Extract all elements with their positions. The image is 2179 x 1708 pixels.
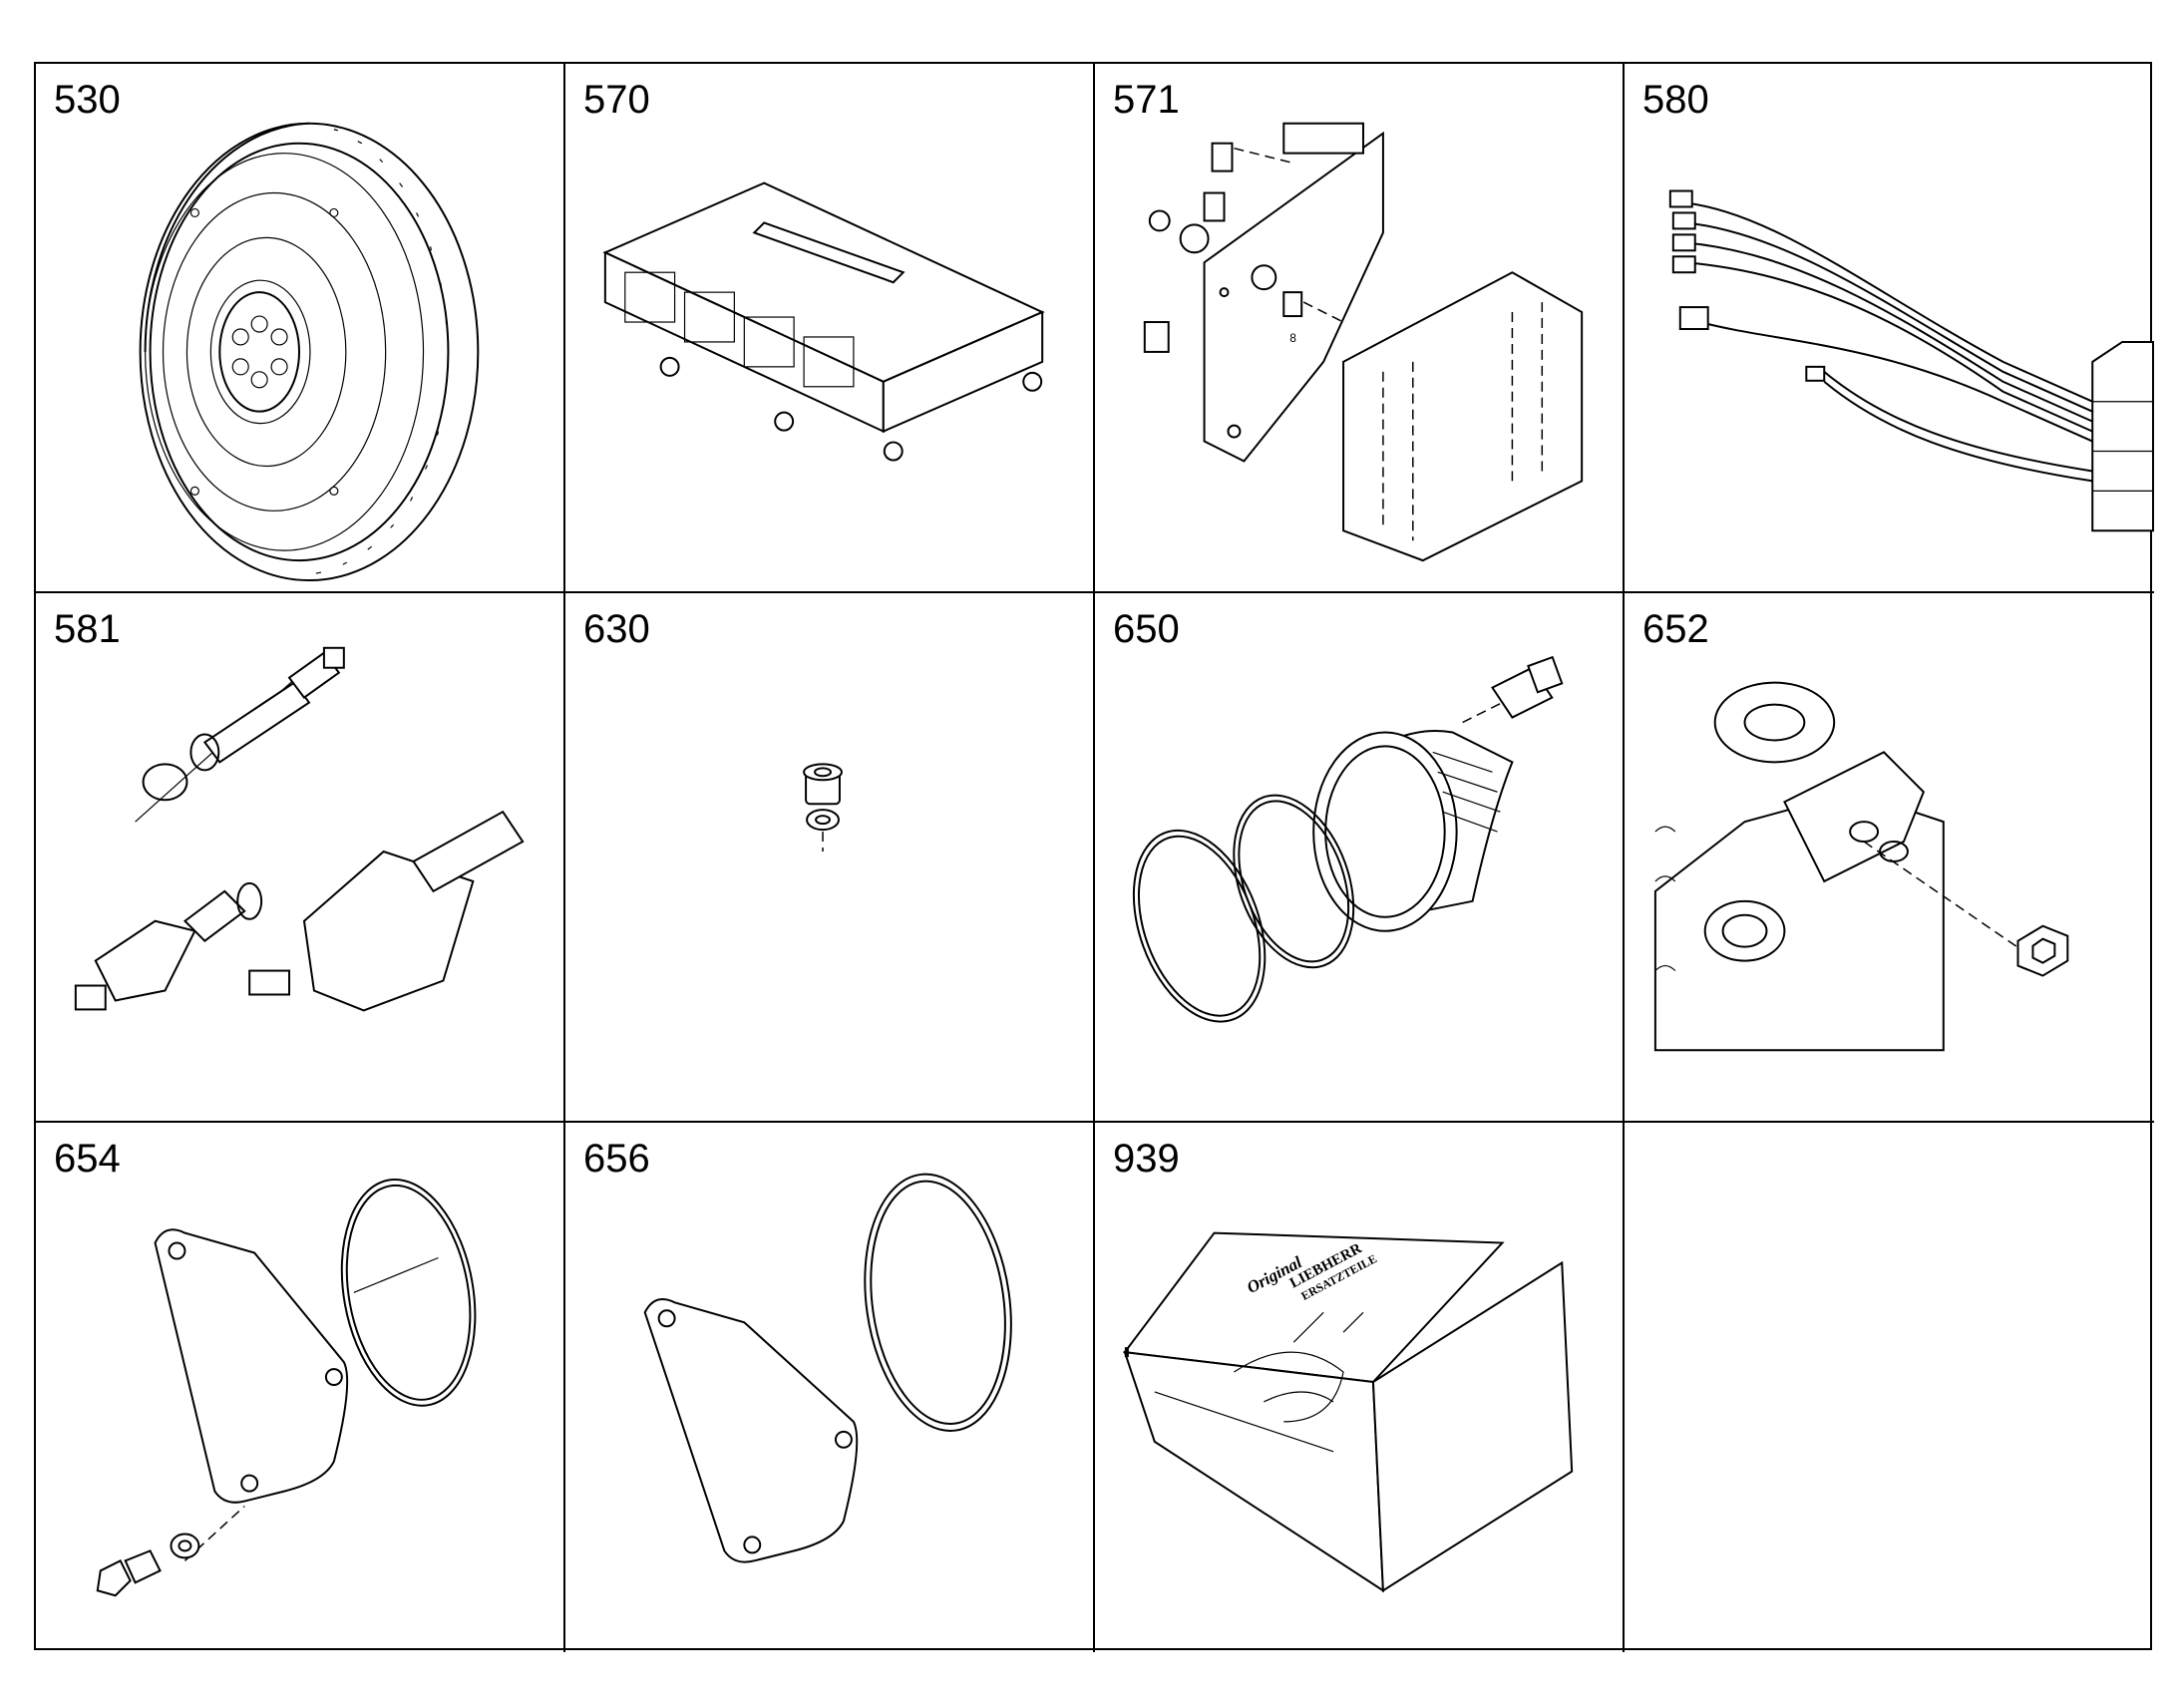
cover-gasket-icon — [96, 1178, 477, 1597]
parts-grid: 530 570 — [34, 62, 2154, 1652]
part-cell-939[interactable]: 939 Original LIEBHERR ERSATZTEILE — [1095, 1123, 1625, 1652]
part-cell-580[interactable]: 580 — [1625, 64, 2154, 593]
part-number: 571 — [1113, 78, 1180, 122]
part-cell-571[interactable]: 571 8 — [1095, 64, 1625, 593]
part-number: 570 — [583, 78, 650, 122]
part-number: 656 — [583, 1137, 650, 1181]
parts-box-icon — [1123, 1231, 1574, 1593]
part-cell-570[interactable]: 570 — [565, 64, 1095, 593]
part-number: 652 — [1642, 607, 1709, 651]
part-cell-581[interactable]: 581 — [36, 593, 565, 1123]
flange-seal-icon — [1132, 655, 1564, 1023]
part-number: 939 — [1113, 1137, 1180, 1181]
part-cell-652[interactable]: 652 — [1625, 593, 2154, 1123]
part-number: 581 — [54, 607, 121, 651]
sensor-icon — [74, 646, 525, 1012]
part-cell-530[interactable]: 530 — [36, 64, 565, 593]
part-cell-656[interactable]: 656 — [565, 1123, 1095, 1652]
part-number: 650 — [1113, 607, 1180, 651]
part-cell-630[interactable]: 630 — [565, 593, 1095, 1123]
part-number: 654 — [54, 1137, 121, 1181]
part-cell-654[interactable]: 654 — [36, 1123, 565, 1652]
part-number: 630 — [583, 607, 650, 651]
screw-plug-icon — [803, 763, 843, 853]
flywheel-icon — [139, 122, 480, 582]
part-cell-650[interactable]: 650 — [1095, 593, 1625, 1123]
part-number: 530 — [54, 78, 121, 122]
mounting-bracket-icon: 8 — [1143, 122, 1584, 562]
cover-o-ring-icon — [643, 1173, 1012, 1563]
housing-plug-icon — [1653, 681, 2069, 1052]
part-number: 580 — [1642, 78, 1709, 122]
empty-cell — [1625, 1123, 2154, 1652]
control-unit-icon — [602, 181, 1045, 462]
wiring-harness-icon — [1668, 189, 2154, 532]
svg-text:8: 8 — [1289, 331, 1296, 345]
